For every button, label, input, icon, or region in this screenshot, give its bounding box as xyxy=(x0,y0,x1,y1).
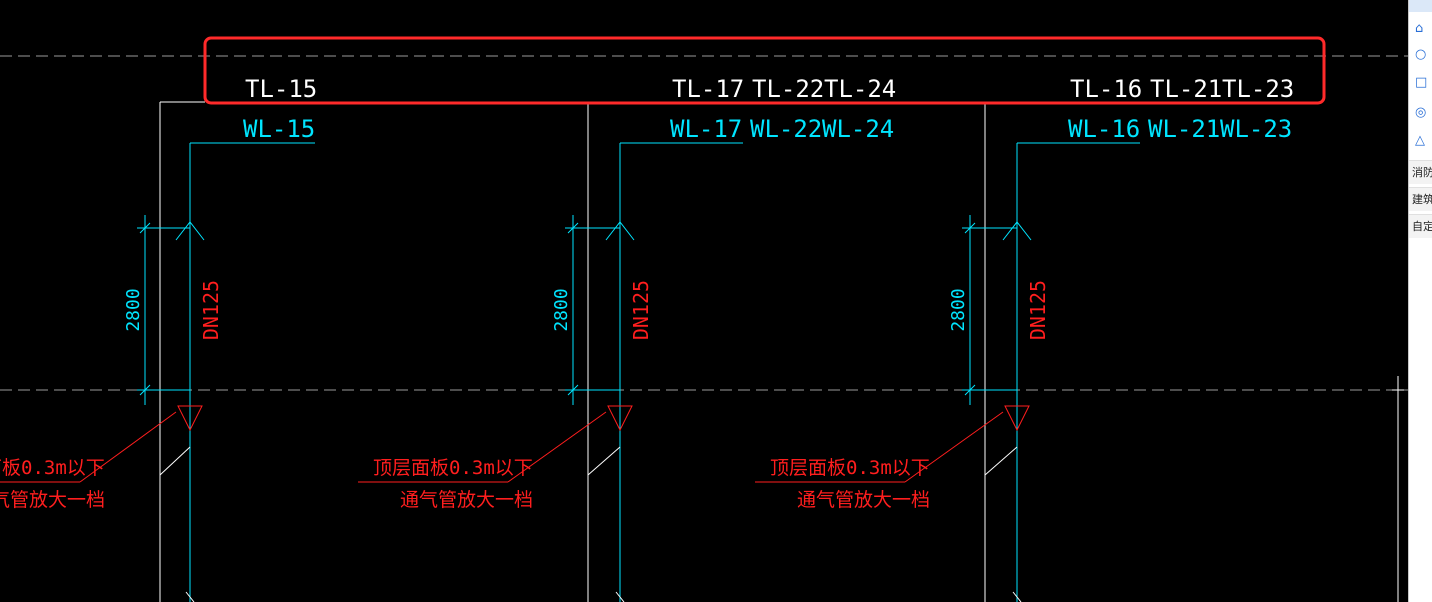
bottom-marker-1 xyxy=(615,591,625,602)
break-line-2 xyxy=(984,446,1018,476)
dimension-text-1: 2800 xyxy=(551,288,572,331)
tl-label-2-0: TL-16 xyxy=(1070,75,1142,103)
break-line-0 xyxy=(159,446,191,476)
level-marker-2 xyxy=(1004,405,1030,432)
panel-icon-d[interactable]: ◎ xyxy=(1415,105,1427,120)
wl-label-2-0: WL-16 xyxy=(1068,115,1140,143)
note-leader-1 xyxy=(507,411,607,483)
level-marker-0 xyxy=(177,405,203,432)
vent-cap-1 xyxy=(605,221,635,241)
tl-label-0-0: TL-15 xyxy=(245,75,317,103)
dimension-tick-top-0 xyxy=(139,222,151,234)
dimension-tick-top-2 xyxy=(964,222,976,234)
panel-item-fire[interactable]: 消防 xyxy=(1409,160,1432,184)
panel-icon-b[interactable]: ○ xyxy=(1415,47,1427,62)
dimension-tick-bottom-0 xyxy=(139,384,151,396)
note-leader-0 xyxy=(79,411,177,483)
wl-label-2-1: WL-21 xyxy=(1148,115,1220,143)
note-line1-1: 顶层面板0.3m以下 xyxy=(373,457,533,479)
panel-item-building[interactable]: 建筑 xyxy=(1409,187,1432,211)
tl-label-2-2: TL-23 xyxy=(1222,75,1294,103)
note-line2-2: 通气管放大一档 xyxy=(797,489,930,511)
wl-label-1-2: WL-24 xyxy=(822,115,894,143)
bottom-marker-2 xyxy=(1012,591,1022,602)
wl-label-2-2: WL-23 xyxy=(1220,115,1292,143)
tl-label-1-1: TL-22 xyxy=(752,75,824,103)
bottom-marker-0 xyxy=(185,591,195,602)
note-line1-0: 顶层面板0.3m以下 xyxy=(0,457,105,479)
pipe-size-text-2: DN125 xyxy=(1026,280,1050,340)
vent-cap-2 xyxy=(1002,221,1032,241)
panel-icon-a[interactable]: ⌂ xyxy=(1415,21,1424,36)
note-line2-0: 通气管放大一档 xyxy=(0,489,105,511)
dimension-tick-bottom-1 xyxy=(567,384,579,396)
note-line2-1: 通气管放大一档 xyxy=(400,489,533,511)
dimension-tick-top-1 xyxy=(567,222,579,234)
note-line1-2: 顶层面板0.3m以下 xyxy=(770,457,930,479)
note-leader-2 xyxy=(904,411,1004,483)
pipe-size-text-0: DN125 xyxy=(199,280,223,340)
pipe-size-text-1: DN125 xyxy=(629,280,653,340)
dimension-text-0: 2800 xyxy=(123,288,144,331)
panel-icon-c[interactable]: □ xyxy=(1415,75,1428,90)
panel-icon-e[interactable]: △ xyxy=(1415,133,1425,148)
wl-label-0-0: WL-15 xyxy=(243,115,315,143)
tl-label-2-1: TL-21 xyxy=(1150,75,1222,103)
level-marker-1 xyxy=(607,405,633,432)
right-side-panel: ⌂ ○ □ ◎ △ 消防 建筑 自定 xyxy=(1408,0,1432,602)
highlight-box xyxy=(203,36,1326,105)
dimension-tick-bottom-2 xyxy=(964,384,976,396)
panel-item-custom[interactable]: 自定 xyxy=(1409,214,1432,238)
vent-cap-0 xyxy=(175,221,205,241)
wl-label-1-0: WL-17 xyxy=(670,115,742,143)
panel-top-bar xyxy=(1409,0,1432,12)
tl-label-1-2: TL-24 xyxy=(824,75,896,103)
wl-label-1-1: WL-22 xyxy=(750,115,822,143)
dimension-text-2: 2800 xyxy=(948,288,969,331)
tl-label-1-0: TL-17 xyxy=(672,75,744,103)
break-line-1 xyxy=(587,446,621,476)
